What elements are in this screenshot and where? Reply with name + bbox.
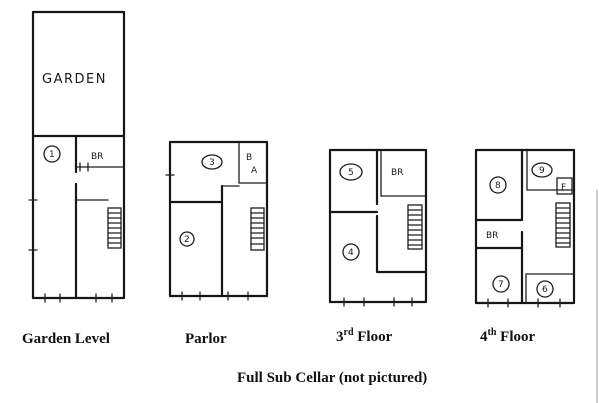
fourth-floor-number: 4 xyxy=(480,329,488,345)
parlor-caption: Parlor xyxy=(185,331,227,347)
fourth-br-label: BR xyxy=(486,231,498,241)
third-room-5-label: 5 xyxy=(348,168,354,178)
parlor-staircase xyxy=(250,207,265,251)
garden-room-1-marker xyxy=(43,145,61,163)
fourth-floor-staircase xyxy=(555,202,571,248)
fourth-room-7-marker xyxy=(492,275,510,293)
fourth-room-f-label: F xyxy=(561,183,566,193)
fourth-room-8-marker xyxy=(489,176,507,194)
garden-room-1-label: 1 xyxy=(49,150,55,160)
third-br-label: BR xyxy=(391,168,403,178)
third-floor-caption: 3rd Floor xyxy=(336,327,392,346)
parlor-b-label: B xyxy=(246,153,252,163)
parlor-bath-wall xyxy=(238,141,268,184)
garden-window-marks xyxy=(28,199,113,303)
garden-staircase xyxy=(75,199,122,249)
garden-label: GARDEN xyxy=(42,72,107,87)
garden-level-outline xyxy=(31,134,126,300)
parlor-room-3-label: 3 xyxy=(209,158,215,168)
parlor-outline xyxy=(168,140,269,298)
parlor-a-label: A xyxy=(251,166,258,176)
fourth-room-8-walls xyxy=(474,148,524,222)
fourth-floor-outline xyxy=(474,148,576,305)
fourth-room-9-walls xyxy=(526,149,575,191)
third-room-5-marker xyxy=(339,163,363,181)
fourth-room-9-marker xyxy=(531,162,553,178)
fourth-window-marks xyxy=(487,298,561,308)
fourth-room-7-label: 7 xyxy=(498,280,504,290)
fourth-br-walls xyxy=(474,230,524,250)
third-room-4-marker xyxy=(342,243,360,261)
third-window-marks xyxy=(343,297,413,307)
fourth-floor-word: Floor xyxy=(496,329,536,345)
garden-level-caption: Garden Level xyxy=(22,331,110,347)
third-floor-word: Floor xyxy=(353,329,393,345)
fourth-floor-plan: 8 9 F BR 7 6 xyxy=(474,148,576,308)
third-br-wall xyxy=(380,149,427,197)
garden-level-plan: GARDEN 1 BR xyxy=(28,10,126,303)
third-floor-plan: 5 BR 4 xyxy=(328,148,428,307)
fourth-room-6-label: 6 xyxy=(542,285,548,295)
third-floor-suffix: rd xyxy=(343,327,354,338)
fourth-floor-caption: 4th Floor xyxy=(480,327,535,346)
garden-br-label: BR xyxy=(91,152,103,162)
third-center-wall xyxy=(375,148,428,274)
fourth-room-8-label: 8 xyxy=(495,181,501,191)
parlor-plan: 3 2 B A xyxy=(165,140,269,301)
sub-cellar-note: Full Sub Cellar (not pictured) xyxy=(237,370,428,386)
third-floor-staircase xyxy=(407,204,423,250)
fourth-room-6-walls xyxy=(525,273,575,304)
parlor-window-marks xyxy=(165,174,249,301)
garden-outline xyxy=(31,10,126,138)
garden-br-door xyxy=(79,162,89,172)
parlor-room-3-marker xyxy=(201,154,223,170)
parlor-room-2-marker xyxy=(179,231,195,247)
third-floor-number: 3 xyxy=(336,329,344,345)
fourth-room-f-box xyxy=(556,177,573,195)
fourth-floor-suffix: th xyxy=(487,327,497,338)
fourth-room-9-label: 9 xyxy=(539,166,545,176)
parlor-room-2-label: 2 xyxy=(184,235,190,245)
third-room-4-label: 4 xyxy=(348,248,354,258)
fourth-room-6-marker xyxy=(536,280,554,298)
